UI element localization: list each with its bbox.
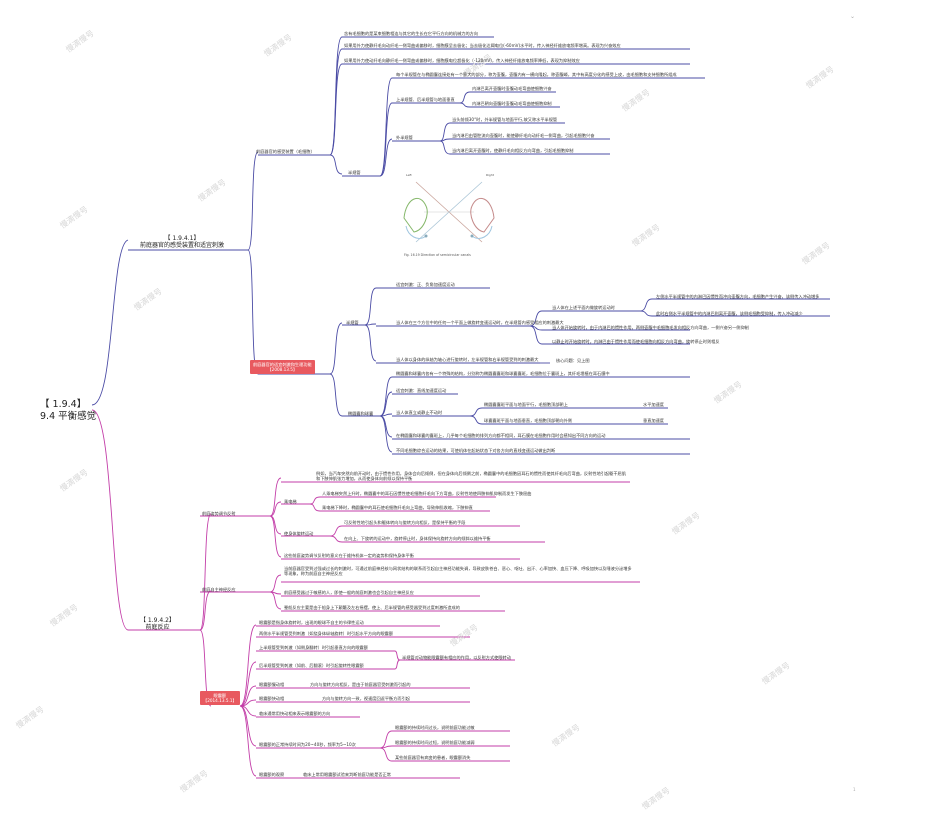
b2-rot-item[interactable]: 可反射性地引起头和躯体转向与旋转方向相反，是保持平衡的手段 — [344, 520, 466, 525]
b1-horiz-item[interactable]: 当内淋巴由管腔流向壶腹时，能使静纤毛向动纤毛一侧弯曲，引起毛细胞兴奋 — [452, 133, 595, 138]
branch2-node[interactable]: 【 1.9.4.2】 前庭反应 — [140, 617, 175, 631]
b1-sub1-item[interactable]: 如果用外力使静纤毛向动纤毛一侧弯曲或偏移时，细胞膜呈去极化；当去极化达阈电位(-… — [344, 43, 621, 48]
b1-vert-item[interactable]: 内淋巴朝向壶腹时壶腹动毛弯曲使细胞抑制 — [472, 101, 552, 106]
b1-highlight-node[interactable]: 前庭器官的适宜刺激和生理功能 【2008.13.5】 — [250, 360, 315, 374]
b2-highlight-line1: 眼震颤 — [213, 693, 227, 698]
b2-sub1-item[interactable]: 例如，当汽车突然向前开动时，由于惯性作用，身体会向后倾倒，但在身体向后倾倒之前，… — [316, 471, 626, 481]
b1-vest-item[interactable]: 适宜刺激：正、负角加速度运动 — [396, 282, 455, 287]
b1-oto-item[interactable]: 椭圆囊和球囊内各有一个特殊的结构，分别称为椭圆囊囊斑和球囊囊斑，毛细胞位于囊斑上… — [396, 371, 610, 376]
semicircular-canal-figure: Left Right Fig. 16.19 Direction of semic… — [396, 170, 502, 258]
b1-vest-far[interactable]: 此时右侧水平半规管中的内淋巴则离开壶腹，该侧毛细胞受抑制，传入冲动减少 — [656, 311, 803, 316]
b1-vest-detail[interactable]: 以静止时开始旋转时，内淋巴由于惯性作用而使毛细胞向相反方向弯曲，旋转停止时则相反 — [552, 339, 720, 344]
page-number: 1 — [853, 787, 856, 792]
branch2-code: 【 1.9.4.2】 — [140, 617, 175, 624]
b1-oto-item[interactable]: 在椭圆囊和球囊的囊斑上，几乎每个毛细胞的排列方向都不相同，耳石膜在毛细胞作用时会… — [396, 433, 606, 438]
b1-oto-far[interactable]: 垂直加速度 — [643, 418, 664, 423]
b2-nys-item[interactable]: 眼震颤快动相 — [259, 696, 285, 701]
b1-highlight-line2: 【2008.13.5】 — [267, 367, 298, 372]
b2-nys-item[interactable]: 后半规管受到刺激（如前、后翻滚）时引起旋转性眼震颤 — [259, 663, 364, 668]
b1-oto-item[interactable]: 当人体直立或静止不动时 — [396, 410, 443, 415]
b1-oto-sub[interactable]: 球囊囊斑平面与地面垂直，毛细胞顶部朝向外侧 — [484, 418, 572, 423]
b1-horiz-item[interactable]: 当内淋巴离开壶腹时，使静纤毛向相反方向弯曲，引起毛细胞抑制 — [452, 148, 574, 153]
b2-time-item[interactable]: 眼震颤的持续时间过短，说明前庭功能减弱 — [395, 740, 475, 745]
b1-oto-sub[interactable]: 椭圆囊囊斑平面与地面平行，毛细胞顶部朝上 — [484, 402, 568, 407]
b2-sub2-item[interactable]: 前庭感受器过于敏感的人，即使一般的前庭刺激也会引起自主神经反应 — [284, 590, 414, 595]
b2-nys-item[interactable]: 眼震颤是指身体旋转时，出现的眼球不自主的节律性运动 — [259, 620, 364, 625]
b2-sub1-node[interactable]: 前庭姿势调节反射 — [202, 511, 236, 516]
b2-nys-item[interactable]: 临床通常用快动相来表示眼震颤的方向 — [259, 711, 331, 716]
branch1-title: 前庭器官的感受装置和适宜刺激 — [140, 242, 225, 249]
figure-caption: Fig. 16.19 Direction of semicircular can… — [404, 253, 471, 257]
b1-oto-item[interactable]: 不同毛细胞综合运动的结果，可使机体在起始状态下对各方向的直线变速运动做出判断 — [396, 448, 556, 453]
b2-nys-item[interactable]: 眼震颤慢动相 — [259, 682, 285, 687]
b1-sub1-node[interactable]: 前庭器官的感受装置（毛细胞） — [256, 149, 315, 154]
b2-sub1-item[interactable]: 使身体旋转运动 — [284, 531, 314, 536]
b2-time-item[interactable]: 眼震颤的持续时间过长，说明前庭功能过敏 — [395, 725, 475, 730]
root-code: 【 1.9.4】 — [40, 399, 87, 410]
b1-oto-node[interactable]: 椭圆囊和球囊 — [348, 411, 374, 416]
b1-canal-item[interactable]: 每个半规管在与椭圆囊连接处有一个膨大的部分，称为壶腹，壶腹内有一横向隆起，称壶腹… — [396, 72, 677, 77]
b2-elev-item[interactable]: 人乘电梯突然上升时，椭圆囊中的耳石因惯性使毛细胞纤毛向下方弯曲，反射性地使四肢伸… — [322, 491, 532, 496]
b2-sub2-node[interactable]: 前庭自主神经反应 — [202, 587, 236, 592]
b1-horiz-item[interactable]: 当头前倾30°时，外半规管与地面平行,故又称水平半规管 — [452, 117, 558, 122]
branch1-node[interactable]: 【 1.9.4.1】 前庭器官的感受装置和适宜刺激 — [140, 235, 224, 249]
b1-vest-node[interactable]: 半规管 — [346, 320, 359, 325]
b2-rot-item[interactable]: 在向上、下旋转的运动中，旋转停止时，身体保持向旋转方向的倾斜以维持平衡 — [344, 536, 491, 541]
b2-obs-detail[interactable]: 临床上常用眼震颤试验来判断前庭功能是否正常 — [303, 772, 391, 777]
branch1-code: 【 1.9.4.1】 — [164, 235, 200, 242]
b2-elev-item[interactable]: 乘电梯下降时，椭圆囊中的耳石使毛细胞纤毛向上弯曲，导致伸肌收缩，下肢伸直 — [322, 505, 473, 510]
b2-nys-group[interactable]: 半规管对动物能眼震颤有相应的作用，以反射方式使眼转动 — [402, 655, 511, 660]
b2-sub2-item[interactable]: 当前庭器官受到过强或过长的刺激时，可通过前庭神经核与网状结构的联系而引起自主神经… — [284, 566, 632, 576]
b1-vest-item[interactable]: 当人体在三个方位中的任何一个平面上做旋转变速运动时，在半规管内感受相应的刺激最大 — [396, 320, 564, 325]
chevron-down-icon[interactable]: ⌄ — [850, 13, 856, 20]
b2-sub1-item[interactable]: 乘电梯 — [284, 499, 297, 504]
b1-canal-item[interactable]: 上半规管、后半规管与地面垂直 — [396, 97, 455, 102]
b1-oto-far[interactable]: 水平加速度 — [643, 402, 664, 407]
b2-time-item[interactable]: 某些前庭器官有病变的患者，眼震颤消失 — [395, 755, 471, 760]
figure-left-label: Left — [406, 173, 412, 177]
root-node[interactable]: 【 1.9.4】 9.4 平衡感觉 — [40, 399, 96, 423]
b2-highlight-node[interactable]: 眼震颤 【2014.13.5.1】 — [200, 691, 240, 705]
b1-canal-item[interactable]: 外半规管 — [396, 135, 413, 140]
b1-vest-detail[interactable]: 核心问题：见上图 — [556, 358, 590, 363]
b1-highlight-line1: 前庭器官的适宜刺激和生理功能 — [253, 362, 312, 367]
b2-nys-item[interactable]: 上半规管受到刺激（如侧身翻转）时引起垂直方向的眼震颤 — [259, 645, 368, 650]
b2-nys-item[interactable]: 眼震颤的观察 — [259, 772, 285, 777]
b1-sub1-item[interactable]: 含有毛细胞的是某束细胞相连与其它的生长在它平行方向的机械力的方向 — [344, 31, 479, 36]
b1-vest-far[interactable]: 左侧水平半规管中的内淋巴因惯性而冲向壶腹方向，毛细胞产生兴奋，该侧传入冲动增多 — [656, 294, 820, 299]
b2-nys-item[interactable]: 眼震颤的正常持续时间为20~40秒，频率为5~10次 — [259, 742, 356, 747]
b2-fast-detail[interactable]: 方向与旋转方向一致，视速度回返平衡方而引起 — [322, 696, 410, 701]
root-title: 9.4 平衡感觉 — [40, 411, 97, 422]
b2-slow-detail[interactable]: 方向与旋转方向相反，是由于前庭器官受刺激而引起的 — [310, 682, 411, 687]
b1-vest-detail[interactable]: 当人体在上述平面内做旋转运动时 — [552, 305, 615, 310]
b2-highlight-line2: 【2014.13.5.1】 — [203, 698, 237, 703]
b1-canal-node[interactable]: 半规管 — [348, 170, 361, 175]
branch2-title: 前庭反应 — [145, 624, 170, 631]
b1-oto-item[interactable]: 适宜刺激：直线加速度运动 — [396, 388, 447, 393]
b2-sub2-item[interactable]: 晕船反应主要是由于船身上下颠簸及左右摇摆，使上、后半规管的感受器受到过度刺激所造… — [284, 605, 460, 610]
b2-sub1-item[interactable]: 这些前庭姿势调节反射的意义在于维持机体一定的姿势和保持身体平衡 — [284, 553, 414, 558]
b1-vert-item[interactable]: 内淋巴离开壶腹时壶腹动毛弯曲使细胞兴奋 — [472, 86, 552, 91]
b1-sub1-item[interactable]: 如果用外力使动纤毛向静纤毛一侧弯曲或偏移时，细胞膜电位超极化（-120mV)，传… — [344, 58, 580, 63]
b1-vest-item[interactable]: 当人体以身体的纵轴为轴心进行旋转时，左半规管和右半规管受到的刺激最大 — [396, 357, 539, 362]
b2-nys-item[interactable]: 两侧水平半规管受到刺激（如绕身体纵轴旋转）时引起水平方向的眼震颤 — [259, 631, 394, 636]
b1-vest-detail[interactable]: 当人体开始旋转时，由于内淋巴的惯性作用，两侧壶腹中毛细胞毛发向相反方向弯曲，一侧… — [552, 325, 749, 330]
figure-right-label: Right — [486, 173, 495, 177]
